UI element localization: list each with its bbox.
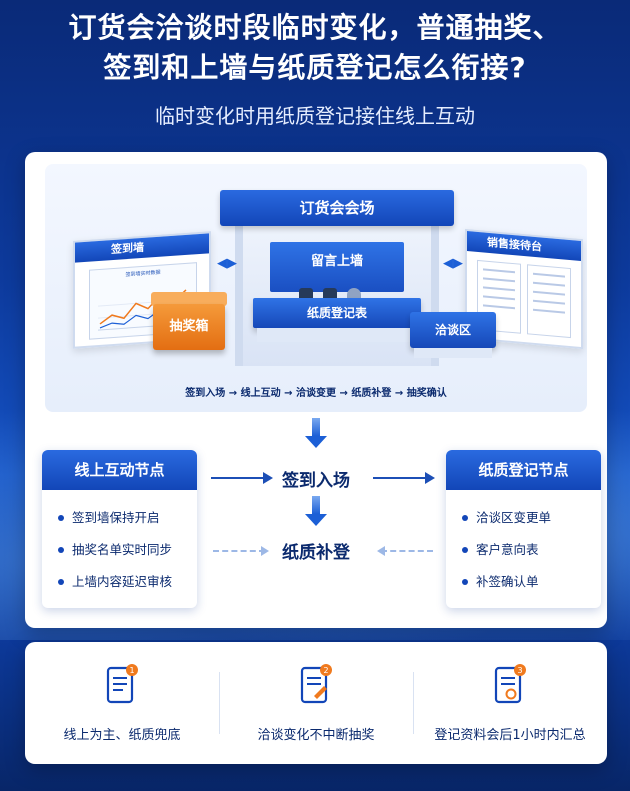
divider [413,672,414,734]
online-node-title: 线上互动节点 [42,450,197,490]
online-node-item: 抽奖名单实时同步 [58,534,197,566]
flow-steps: 签到入场 → 线上互动 → 洽谈变更 → 纸质补登 → 抽奖确认 [45,384,587,399]
desk-base [257,328,417,342]
feature-label: 登记资料会后1小时内汇总 [434,728,586,743]
arrow-right-icon: → [394,388,407,399]
lottery-box-lid [151,292,227,306]
feature-item: 2 洽谈变化不中断抽奖 [219,642,413,764]
flow-step: 线上互动 [240,388,281,399]
sign-wall-label: 签到墙 [75,233,209,263]
arrow-right-icon: → [228,388,241,399]
flow-step: 抽奖确认 [406,388,447,399]
document-edit-icon: 2 [300,664,332,704]
arrow-right-icon [211,472,273,484]
main-card: 订货会会场 留言上墙 纸质登记表 签到墙 签到墙实时数据 销售接 [25,152,607,628]
feature-label: 线上为主、纸质兜底 [63,728,181,743]
message-wall: 留言上墙 [270,242,404,292]
online-node-item: 上墙内容延迟审核 [58,566,197,598]
online-interaction-node: 线上互动节点 签到墙保持开启 抽奖名单实时同步 上墙内容延迟审核 [42,450,197,608]
paper-registration-node: 纸质登记节点 洽谈区变更单 客户意向表 补签确认单 [446,450,601,608]
document-list-icon: 1 [106,664,138,704]
badge-number: 3 [517,666,522,675]
badge-number: 1 [129,666,134,675]
feature-item: 3 登记资料会后1小时内汇总 [413,642,607,764]
paper-node-item: 补签确认单 [462,566,601,598]
center-checkin-label: 签到入场 [282,471,350,491]
document-seal-icon: 3 [494,664,526,704]
flow-step: 纸质补登 [351,388,392,399]
dashed-arrow-right-icon [213,546,269,556]
page-title: 订货会洽谈时段临时变化，普通抽奖、 签到和上墙与纸质登记怎么衔接? [0,8,630,88]
flow-step: 签到入场 [185,388,226,399]
sales-desk-label: 销售接待台 [467,231,581,261]
paper-node-item: 客户意向表 [462,534,601,566]
divider [219,672,220,734]
double-arrow-icon: ◀▶ [217,256,237,271]
arrow-right-icon: → [339,388,352,399]
paper-node-item: 洽谈区变更单 [462,502,601,534]
negotiation-area: 洽谈区 [410,312,496,348]
double-arrow-icon: ◀▶ [443,256,463,271]
negotiation-base [414,348,492,358]
feature-label: 洽谈变化不中断抽奖 [257,728,375,743]
arrow-right-icon: → [284,388,296,399]
feature-item: 1 线上为主、纸质兜底 [25,642,219,764]
venue-sign: 订货会会场 [220,190,454,226]
features-card: 1 线上为主、纸质兜底 2 洽谈变化不中断抽奖 3 登记资料会后1小时内汇总 [25,642,607,764]
dashed-arrow-left-icon [377,546,433,556]
form-icon [527,264,571,339]
title-line-1: 订货会洽谈时段临时变化，普通抽奖、 [68,11,562,44]
paper-registration-desk: 纸质登记表 [253,298,421,328]
page-subtitle: 临时变化时用纸质登记接住线上互动 [155,104,475,128]
lottery-box: 抽奖箱 [153,304,225,350]
arrow-down-icon [305,496,327,526]
badge-number: 2 [323,666,328,675]
center-paper-label: 纸质补登 [282,543,350,563]
arrow-right-icon [373,472,435,484]
paper-node-title: 纸质登记节点 [446,450,601,490]
title-line-2: 签到和上墙与纸质登记怎么衔接? [103,51,527,84]
arrow-down-icon [305,418,327,448]
online-node-item: 签到墙保持开启 [58,502,197,534]
flow-step: 洽谈变更 [296,388,336,399]
venue-illustration: 订货会会场 留言上墙 纸质登记表 签到墙 签到墙实时数据 销售接 [45,164,587,412]
